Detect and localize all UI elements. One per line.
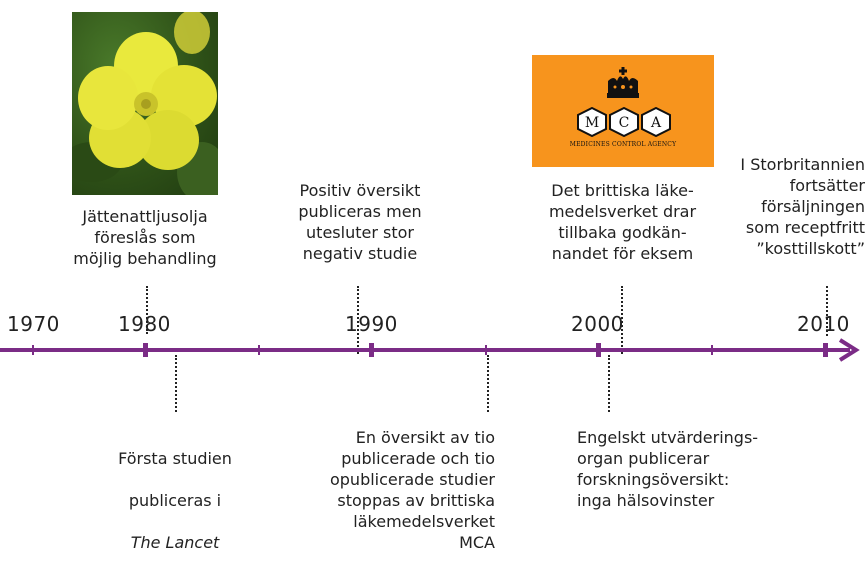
mca-letter-a: A	[650, 115, 662, 131]
mca-letter-c: C	[619, 115, 630, 131]
event-above-2001: Det brittiska läke- medelsverket drar ti…	[548, 181, 697, 263]
year-label-2000: 2000	[571, 312, 624, 336]
tick-1980	[143, 343, 148, 357]
connector-above-2001	[621, 286, 623, 354]
mca-caption: MEDICINES CONTROL AGENCY	[569, 141, 677, 148]
tick-2000	[596, 343, 601, 357]
year-label-1980: 1980	[118, 312, 171, 336]
evening-primrose-flower-icon	[72, 12, 218, 195]
tick-1995	[485, 345, 487, 355]
year-label-2010: 2010	[797, 312, 850, 336]
tick-2010	[823, 343, 828, 357]
arrow-right-icon	[838, 338, 860, 362]
event-below-1981-line1: Första studien	[118, 449, 232, 468]
connector-above-2010	[826, 286, 828, 336]
event-below-1981-journal: The Lancet	[130, 533, 220, 552]
event-below-1981-line2: publiceras i	[128, 491, 222, 510]
mca-letter-m: M	[585, 115, 599, 131]
event-above-1989: Positiv översikt publiceras men uteslute…	[298, 181, 422, 263]
event-below-1995: En översikt av tio publicerade och tio o…	[329, 428, 495, 552]
event-below-2000: Engelskt utvärderings- organ publicerar …	[577, 428, 759, 510]
crown-icon	[607, 67, 639, 98]
tick-1990	[369, 343, 374, 357]
mca-hexagons: M C A	[577, 107, 671, 137]
evening-primrose-photo	[72, 12, 218, 195]
timeline-axis	[0, 348, 850, 352]
connector-above-1980	[146, 286, 148, 334]
event-above-2010: I Storbritannien fortsätter försäljninge…	[740, 155, 865, 258]
connector-below-2000	[608, 355, 610, 412]
event-above-1980: Jättenattljusolja föreslås som möjlig be…	[73, 207, 217, 268]
tick-2005	[711, 345, 713, 355]
connector-below-1995	[487, 355, 489, 412]
tick-1985	[258, 345, 260, 355]
connector-above-1989	[357, 286, 359, 354]
year-label-1970: 1970	[7, 312, 60, 336]
tick-1970	[32, 345, 34, 355]
connector-below-1981	[175, 355, 177, 412]
year-label-1990: 1990	[345, 312, 398, 336]
event-below-1981: Första studien publiceras i The Lancet	[100, 427, 250, 574]
mca-logo: M C A MEDICINES CONTROL AGENCY	[532, 55, 714, 167]
